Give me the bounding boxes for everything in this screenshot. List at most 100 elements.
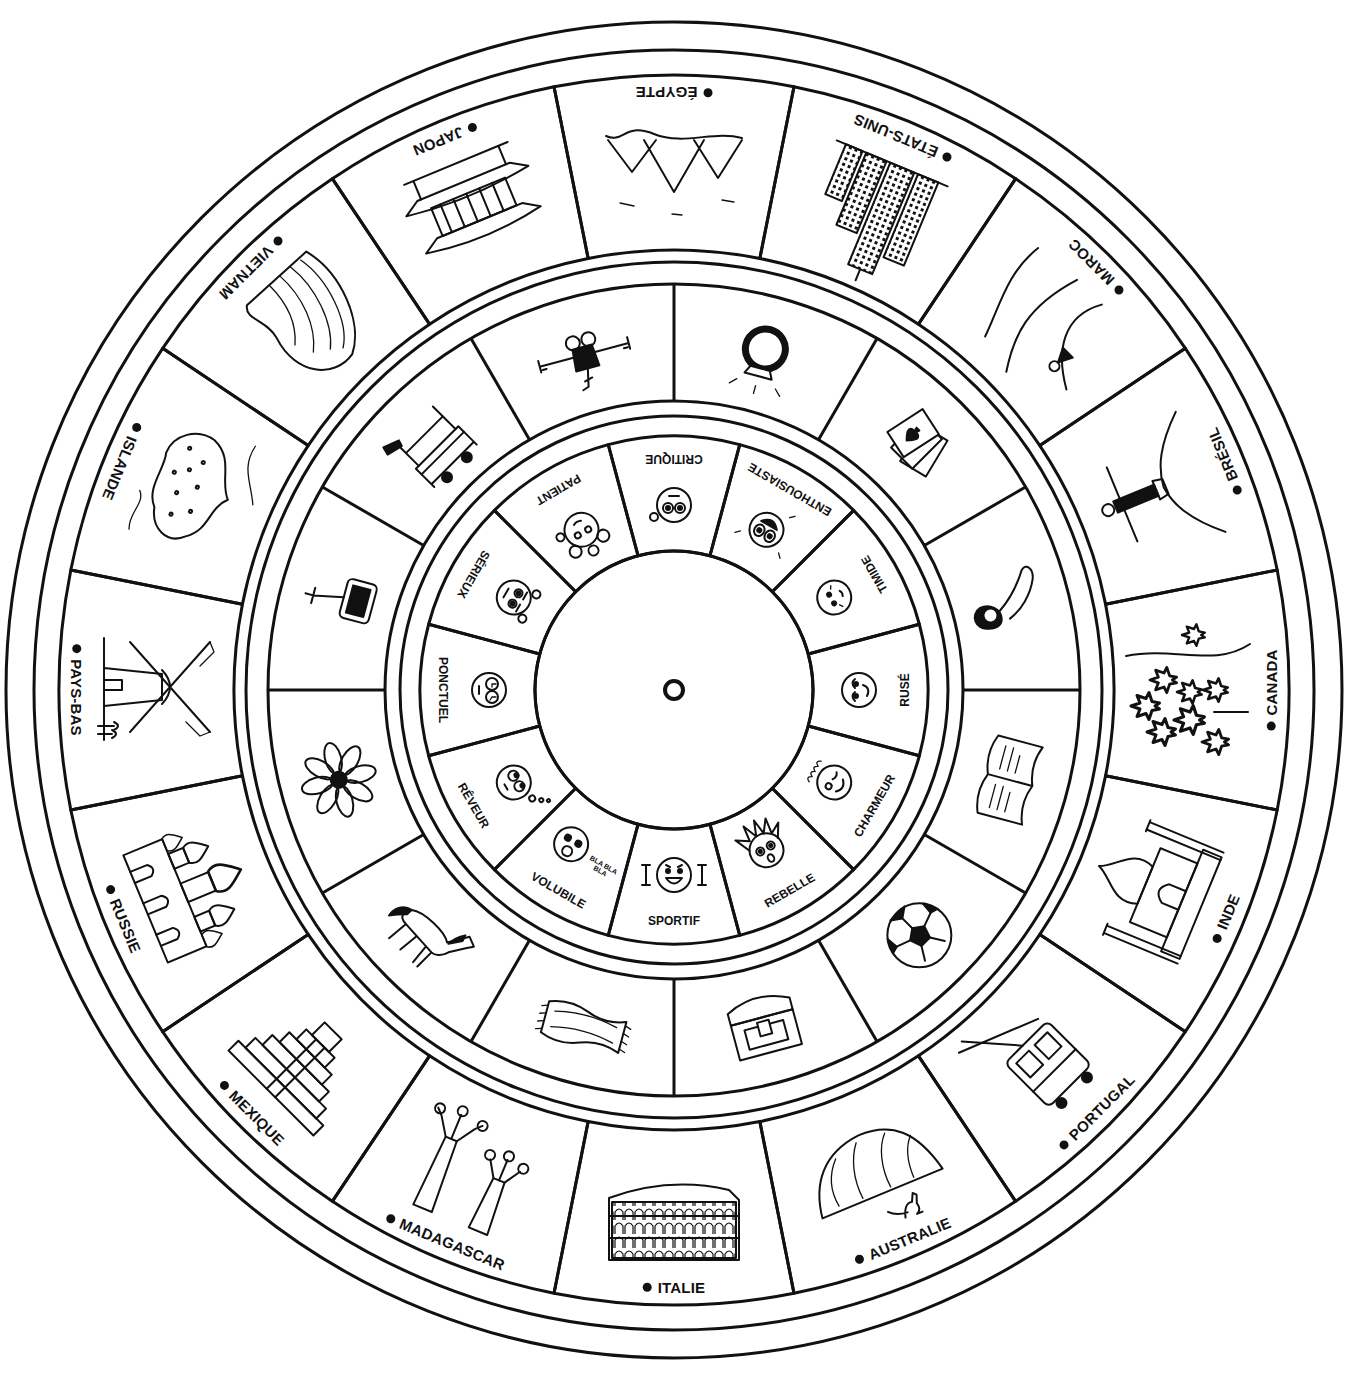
taj-mahal-icon [1075,809,1224,966]
trait-sector: CHARMEUR [769,722,923,873]
disc-rim [246,262,1102,1118]
sector-outline [494,445,638,592]
ball-icon [874,890,965,981]
sector-outline [918,934,1185,1201]
sector-outline [918,179,1185,446]
sign-icon [302,568,378,624]
face-icon [650,488,691,522]
sector-outline [1036,772,1281,1035]
skyscrapers-icon [790,140,948,299]
country-sector: MAROC [915,175,1189,449]
sector-outline [163,934,430,1201]
sector-outline [71,776,308,1032]
sector-outline [756,1052,1019,1297]
country-sector: CANADA [1102,567,1292,813]
trait-name: CRITIQUE [645,451,702,464]
sector-outline [420,624,540,755]
ring-icon [728,323,795,400]
sector-outline [1040,348,1277,604]
trait-sector: VOLUBILEBLA BLA BLA [491,785,642,939]
sector-outline [67,345,312,608]
country-sector: VIETNAM [159,175,433,449]
sector-outline [772,510,919,654]
sector-outline [56,567,246,813]
country-name: ÉGYPTE [635,84,712,101]
country-name: MAROC [1065,236,1128,299]
sector-outline [710,788,854,935]
country-name: MADAGASCAR [383,1211,507,1275]
plane-keys-icon [534,323,637,400]
statue-icon [1078,412,1226,573]
sector-outline [772,726,919,870]
country-sector: BRÉSIL [1036,345,1281,608]
trait-sector: TIMIDE [769,507,923,658]
face-icon [804,755,857,805]
country-sector: ISLANDE [67,345,312,608]
chest-icon [726,990,802,1061]
country-sector: RUSSIE [67,772,312,1035]
trait-name: VOLUBILE [528,870,587,912]
trait-sector: RÊVEUR [425,722,579,873]
sector-outline [71,348,308,604]
trait-sector: PONCTUEL [417,621,543,759]
face-icon [548,821,594,867]
object-dividers [268,284,1080,1096]
country-name: JAPON [411,117,480,158]
center-pin [665,681,683,699]
trait-name: RÊVEUR [455,781,491,831]
windmill-icon [98,638,214,740]
sector-outline [491,785,642,939]
trait-name: ENTHOUSIASTE [746,460,834,518]
face-icon [811,574,857,620]
object-ring [268,284,1080,1096]
country-sector: MADAGASCAR [329,1052,592,1297]
sector-outline [329,1052,592,1297]
sector-outline [329,83,592,328]
sector-outline [67,772,312,1035]
tram-icon [955,988,1099,1132]
country-name: RUSSIE [100,882,143,955]
sector-outline [808,624,928,755]
country-name: ÉTATS-UNIS [851,110,954,165]
iceland-map-icon [124,412,273,570]
sector-outline [425,507,579,658]
country-name: INDE [1209,892,1244,946]
onion-domes-icon [122,814,264,965]
karst-rocks-icon [243,247,383,387]
sector-outline [163,179,430,446]
face-icon [735,494,802,558]
baobab-icon [398,1096,542,1240]
sector-outline [159,931,433,1205]
sector-outline [494,788,638,935]
country-sector: JAPON [329,83,592,328]
sector-outline [159,175,433,449]
sector-outline [332,1056,588,1293]
outer-rim [34,50,1314,1330]
country-sector: AUSTRALIE [756,1052,1019,1297]
country-name: BRÉSIL [1205,425,1247,497]
colosseum-icon [609,1185,739,1260]
country-name: VIETNAM [216,232,287,303]
flower-icon [292,733,385,826]
bench-icon [382,399,482,499]
sector-outline [769,507,923,658]
outer-rim [6,22,1342,1358]
book-icon [974,734,1043,824]
trait-sector: CRITIQUE [605,433,743,559]
sector-outline [915,931,1189,1205]
sector-outline [915,175,1189,449]
country-sector: ÉGYPTE [551,72,797,262]
trait-name: CHARMEUR [852,772,898,839]
country-name: MEXIQUE [215,1077,287,1149]
face-icon [491,757,551,821]
object-ring [385,401,963,979]
sector-outline [760,1056,1016,1293]
trait-sector: RUSÉ [805,621,931,759]
sector-outline [1106,570,1289,810]
sector-outline [706,785,857,939]
trait-sector: ENTHOUSIASTE [706,441,857,595]
sector-outline [491,441,642,595]
cards-icon [879,403,958,482]
sector-outline [769,722,923,873]
face-icon [490,573,542,624]
